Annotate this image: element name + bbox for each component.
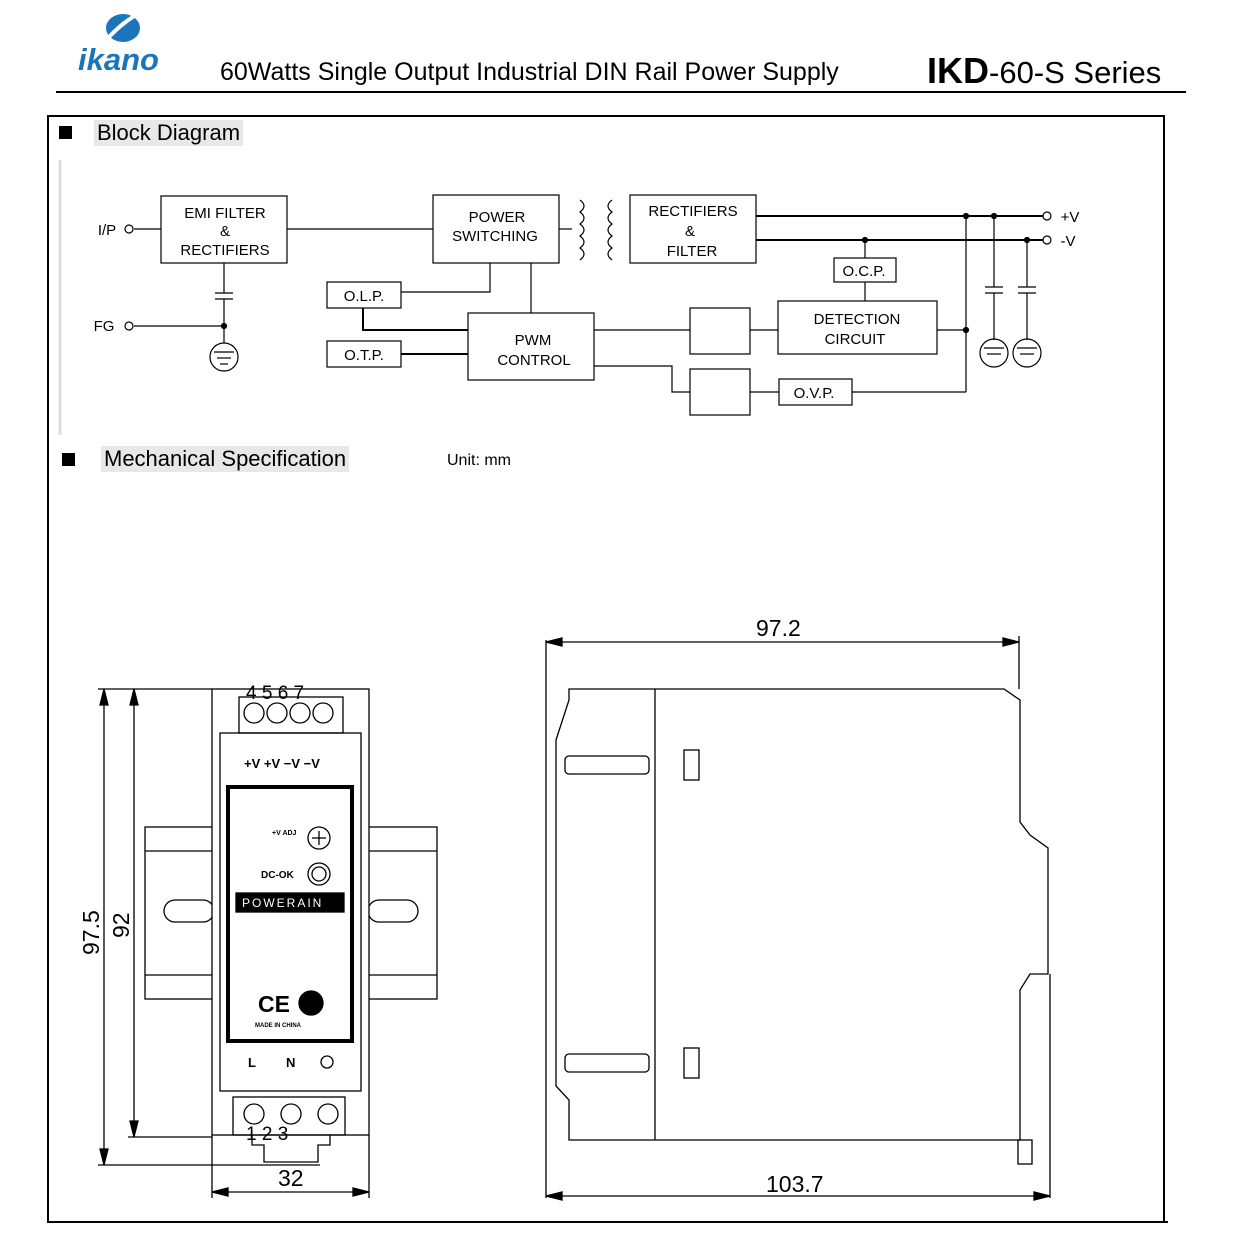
output-terminal-labels: +V +V −V −V [244, 756, 320, 771]
optocoupler-1-icon [689, 307, 751, 355]
ip-label: I/P [98, 222, 116, 239]
detection-line1: DETECTION [814, 311, 901, 328]
series-title: IKD-60-S Series [927, 50, 1161, 92]
block-diagram-title: Block Diagram [94, 120, 244, 146]
side-housing [555, 688, 1049, 1141]
plus-v-label: +V [1061, 209, 1080, 226]
l-terminal-label: L [248, 1055, 256, 1070]
emi-filter-line1: EMI FILTER [184, 205, 266, 222]
v-adj-label: +V ADJ [272, 830, 297, 837]
series-bold: IKD [927, 50, 989, 91]
dimension-depth-bottom: 103.7 [766, 1171, 824, 1197]
ocp-label: O.C.P. [842, 263, 885, 280]
power-switching-line1: POWER [469, 209, 526, 226]
rectifiers-line3: FILTER [667, 243, 718, 260]
rectifiers-line1: RECTIFIERS [648, 203, 737, 220]
n-terminal-label: N [286, 1055, 295, 1070]
header-rule [56, 91, 1186, 93]
brand-name: ikano [78, 42, 159, 77]
top-terminal-numbers: 4 5 6 7 [246, 683, 304, 704]
logo-swoosh-icon [106, 12, 140, 42]
emi-filter-line3: RECTIFIERS [180, 242, 269, 259]
logo [78, 10, 168, 80]
olp-label: O.L.P. [344, 288, 385, 305]
dimension-depth-top: 97.2 [756, 615, 801, 641]
dc-ok-label: DC-OK [261, 870, 295, 881]
document-subtitle: 60Watts Single Output Industrial DIN Rai… [220, 58, 839, 86]
voltage-adjust-icon [307, 826, 331, 850]
emi-filter-line2: & [220, 223, 230, 240]
mechanical-spec-title: Mechanical Specification [101, 446, 350, 472]
pwm-line1: PWM [515, 332, 552, 349]
detection-line2: CIRCUIT [825, 331, 886, 348]
bullet-icon [59, 126, 72, 139]
bullet-icon [62, 453, 75, 466]
bottom-terminal-numbers: 1 2 3 [246, 1124, 288, 1145]
front-brand-label: POWERAIN [242, 896, 323, 910]
ce-mark: CE [258, 991, 290, 1017]
unit-label: Unit: mm [447, 452, 511, 469]
ground-icon [209, 342, 239, 372]
ground-icon [979, 338, 1009, 368]
pwm-line2: CONTROL [497, 352, 570, 369]
dc-ok-led-icon [307, 862, 331, 886]
rectifiers-line2: & [685, 223, 695, 240]
rectifiers-filter-box [629, 194, 757, 264]
dimension-height-body: 92 [108, 912, 134, 938]
frame-bottom-rule [47, 1221, 1168, 1223]
ground-icon [1012, 338, 1042, 368]
certification-mark-icon [298, 990, 324, 1016]
content-frame [47, 115, 1165, 1223]
power-switching-line2: SWITCHING [452, 228, 538, 245]
made-in-label: MADE IN CHINA [255, 1023, 302, 1029]
series-rest: -60-S Series [989, 55, 1162, 90]
earth-terminal-icon [320, 1055, 334, 1069]
ovp-label: O.V.P. [794, 385, 835, 402]
dimension-width-front: 32 [278, 1165, 304, 1191]
dimension-height-total: 97.5 [78, 910, 104, 955]
fg-label: FG [94, 318, 115, 335]
minus-v-label: -V [1061, 233, 1076, 250]
block-diagram: EMI FILTER & RECTIFIERS POWER SWITCHING … [58, 160, 1080, 435]
detection-circuit-box [777, 300, 938, 355]
otp-label: O.T.P. [344, 347, 384, 364]
